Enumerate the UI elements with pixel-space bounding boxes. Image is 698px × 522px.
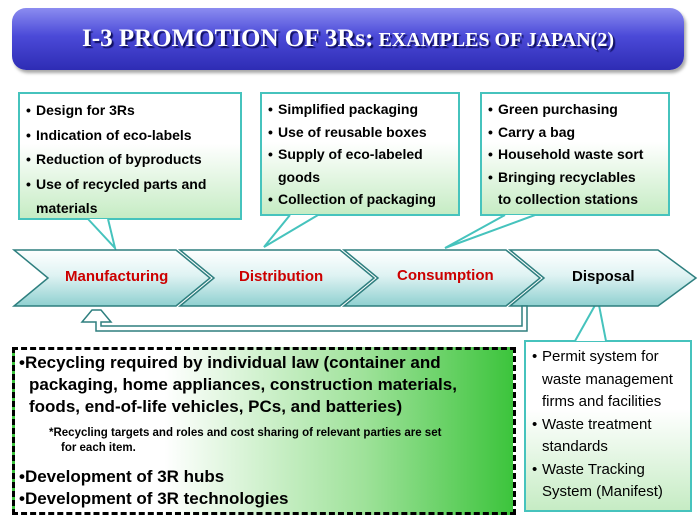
stage-distribution-label: Distribution: [239, 268, 324, 285]
distribution-box: Simplified packaging Use of reusable box…: [260, 92, 460, 216]
development-hubs: •Development of 3R hubs: [19, 467, 225, 486]
disposal-item: Permit system for: [532, 346, 688, 369]
distribution-item-cont: goods: [278, 168, 320, 185]
manufacturing-item-cont: materials: [36, 200, 98, 216]
page-title: I-3 PROMOTION OF 3Rs: EXAMPLES OF JAPAN(…: [82, 25, 614, 52]
title-banner: I-3 PROMOTION OF 3Rs: EXAMPLES OF JAPAN(…: [12, 8, 684, 70]
recycling-law-line: packaging, home appliances, construction…: [29, 375, 457, 394]
distribution-callout-pointer: [263, 214, 319, 248]
consumption-item: Bringing recyclables: [488, 166, 664, 189]
manufacturing-item: Reduction of byproducts: [26, 147, 236, 172]
chevron-consumption: [341, 249, 542, 307]
distribution-item: Use of reusable boxes: [268, 121, 454, 144]
disposal-item-cont: firms and facilities: [542, 393, 662, 410]
distribution-item: Supply of eco-labeled: [268, 143, 454, 166]
recycling-law-line: •Recycling required by individual law (c…: [19, 353, 441, 372]
chevron-distribution: [177, 249, 376, 307]
disposal-item: Waste Tracking: [532, 459, 688, 482]
disposal-item-cont: standards: [542, 438, 608, 455]
recycling-law-line: foods, end-of-life vehicles, PCs, and ba…: [29, 397, 403, 416]
disposal-item-cont: waste management: [542, 370, 673, 388]
chevron-manufacturing: [11, 249, 212, 307]
recycling-note: for each item.: [61, 442, 136, 454]
stage-consumption-label: Consumption: [397, 267, 494, 284]
manufacturing-item: Use of recycled parts and: [26, 172, 236, 197]
consumption-item-cont: to collection stations: [498, 191, 639, 207]
consumption-callout-pointer: [444, 214, 536, 249]
recycle-return-arrow: [80, 305, 528, 332]
recycling-note: *Recycling targets and roles and cost sh…: [49, 427, 442, 439]
distribution-item: Collection of packaging: [268, 188, 454, 211]
consumption-item: Household waste sort: [488, 143, 664, 166]
manufacturing-callout-pointer: [87, 218, 117, 252]
stage-manufacturing-label: Manufacturing: [65, 268, 169, 285]
consumption-item: Green purchasing: [488, 98, 664, 121]
manufacturing-box: Design for 3Rs Indication of eco-labels …: [18, 92, 242, 220]
disposal-item-cont: System (Manifest): [542, 483, 663, 500]
chevron-disposal: [507, 249, 698, 307]
stage-disposal-label: Disposal: [572, 268, 635, 285]
disposal-box: Permit system for waste management firms…: [524, 340, 692, 512]
distribution-item: Simplified packaging: [268, 98, 454, 121]
development-technologies: •Development of 3R technologies: [19, 489, 289, 508]
disposal-item: Waste treatment: [532, 414, 688, 437]
manufacturing-item: Indication of eco-labels: [26, 123, 236, 148]
consumption-box: Green purchasing Carry a bag Household w…: [480, 92, 670, 216]
consumption-item: Carry a bag: [488, 121, 664, 144]
manufacturing-item: Design for 3Rs: [26, 98, 236, 123]
recycling-law-box: •Recycling required by individual law (c…: [12, 347, 516, 515]
